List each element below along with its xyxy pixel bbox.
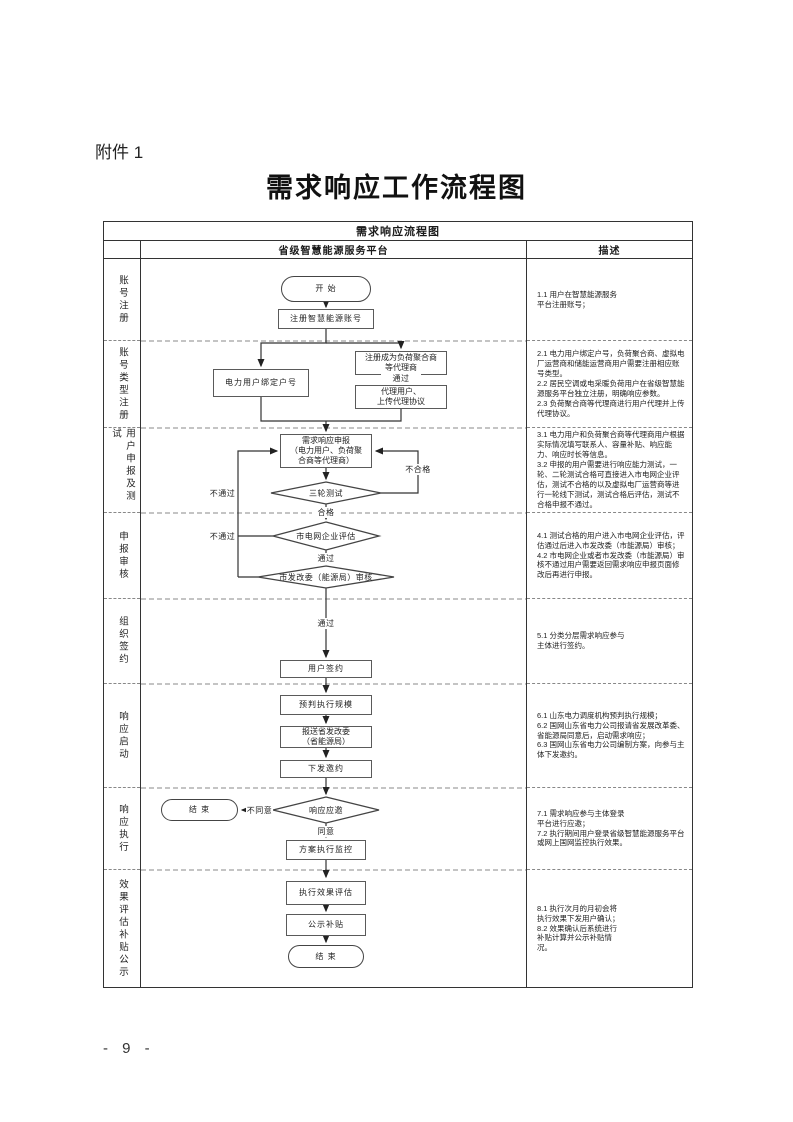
column-header-platform: 省级智慧能源服务平台 <box>141 241 527 258</box>
drc-audit-diamond-shape <box>257 565 395 589</box>
description-signing: 5.1 分类分层需求响应参与 主体进行签约。 <box>527 599 692 684</box>
test-diamond-shape <box>270 481 382 505</box>
lane-label-response-start: 响应启动 <box>104 684 140 788</box>
lane-label-signing: 组织签约 <box>104 599 140 684</box>
lane-label-account-registration: 账号注册 <box>104 259 140 341</box>
lane-separators <box>141 340 526 871</box>
effect-eval-node: 执行效果评估 <box>286 881 366 905</box>
edge-label-eval-pass: 通过 <box>312 553 340 564</box>
end-final-node: 结 束 <box>288 945 364 968</box>
page-number: - 9 - <box>103 1040 155 1057</box>
description-effect-subsidy: 8.1 执行次月的月初会将 执行效果下发用户确认； 8.2 效果确认后系统进行 … <box>537 903 620 953</box>
attachment-label: 附件 1 <box>95 143 144 162</box>
agent-user-node: 代理用户、 上传代理协议 <box>355 385 447 409</box>
register-agent-node: 注册成为负荷聚合商 等代理商 <box>355 351 447 375</box>
description-account-type: 2.1 电力用户绑定户号，负荷聚合商、虚拟电厂运营商和储能运营商用户需要注册相应… <box>527 341 692 428</box>
publish-subsidy-node: 公示补贴 <box>286 914 366 936</box>
page-title: 需求响应工作流程图 <box>266 173 527 203</box>
edge-label-test-reject: 不通过 <box>209 489 236 498</box>
edge-label-test-pass: 合格 <box>312 507 340 518</box>
decision-diamonds <box>257 481 395 824</box>
lane-header-spacer <box>104 241 141 258</box>
column-header-row: 省级智慧能源服务平台 描述 <box>104 241 692 259</box>
monitor-node: 方案执行监控 <box>286 840 366 860</box>
lane-label-effect-subsidy: 效果评估补贴公示 <box>117 878 128 979</box>
grid-eval-diamond-shape <box>270 521 382 551</box>
description-account-registration: 1.1 用户在智慧能源服务 平台注册账号； <box>527 259 692 341</box>
edge-label-decline: 不同意 <box>246 805 273 816</box>
test-diamond-label: 三轮测试 <box>309 489 343 498</box>
sign-node: 用户签约 <box>280 660 372 678</box>
start-node: 开 始 <box>281 276 371 302</box>
respond-diamond-label: 响应应邀 <box>309 806 343 815</box>
description-declare-test: 3.1 电力用户和负荷聚合商等代理商用户根据实际情况填写联系人、容量补贴、响应能… <box>527 428 692 513</box>
issue-invitation-node: 下发邀约 <box>280 760 372 778</box>
description-audit: 4.1 测试合格的用户进入市电网企业评估，评估通过后进入市发改委（市能源局）审核… <box>527 513 692 599</box>
register-account-node: 注册智慧能源账号 <box>278 309 374 329</box>
description-response-start: 6.1 山东电力调度机构预判执行规模； 6.2 国网山东省电力公司报请省发展改革… <box>527 684 692 788</box>
flow-connectors <box>141 299 526 944</box>
table-body: 账号注册 账号类型注册 用户申报及测试 申报审核 组织签约 响应启动 响应执行 … <box>104 259 692 987</box>
column-header-description: 描述 <box>598 246 621 257</box>
flowchart-table: 需求响应流程图 省级智慧能源服务平台 描述 账号注册 账号类型注册 用户申报及测… <box>103 221 693 988</box>
drc-audit-diamond-label: 市发改委（能源局）审核 <box>279 573 373 582</box>
lane-label-column: 账号注册 账号类型注册 用户申报及测试 申报审核 组织签约 响应启动 响应执行 … <box>104 259 141 987</box>
edge-label-agent-pass: 通过 <box>381 373 421 384</box>
lane-label-declare-test: 用户申报及测试 <box>104 428 140 513</box>
lane-label-account-type: 账号类型注册 <box>104 341 140 428</box>
report-drc-node: 报送省发改委 （省能源局） <box>280 726 372 748</box>
lane-label-audit: 申报审核 <box>104 513 140 599</box>
flowchart-area: 开 始 注册智慧能源账号 电力用户绑定户号 注册成为负荷聚合商 等代理商 代理用… <box>141 259 527 987</box>
lane-label-response-execution: 响应执行 <box>104 788 140 870</box>
bind-account-node: 电力用户绑定户号 <box>213 369 309 397</box>
edge-label-test-fail: 不合格 <box>398 464 438 475</box>
predict-scale-node: 预判执行规模 <box>280 695 372 715</box>
description-response-execution: 7.1 需求响应参与主体登录 平台进行应邀； 7.2 执行期间用户登录省级智慧能… <box>527 788 692 870</box>
declare-node: 需求响应申报 （电力用户、负荷聚 合商等代理商） <box>280 434 372 468</box>
end-early-node: 结 束 <box>161 799 238 821</box>
respond-diamond-shape <box>272 796 380 824</box>
edge-label-eval-reject: 不通过 <box>209 532 236 541</box>
edge-label-accept: 同意 <box>312 826 340 837</box>
description-column: 1.1 用户在智慧能源服务 平台注册账号； 2.1 电力用户绑定户号，负荷聚合商… <box>527 259 692 987</box>
table-title: 需求响应流程图 <box>104 222 692 241</box>
edge-label-audit-pass: 通过 <box>312 618 340 629</box>
grid-eval-diamond-label: 市电网企业评估 <box>296 532 356 541</box>
